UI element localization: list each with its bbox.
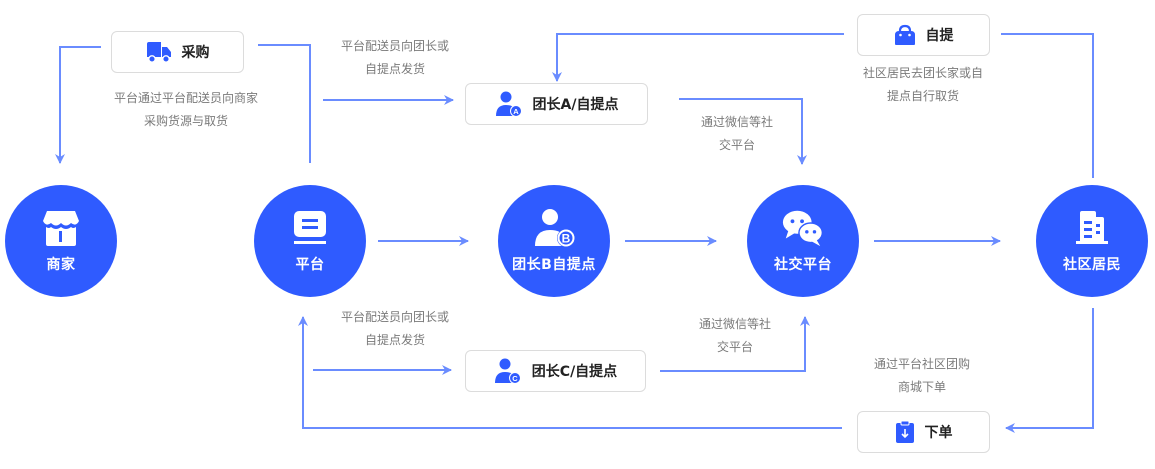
connector-residents-to-order bbox=[1005, 308, 1094, 433]
box-label: 团长A/自提点 bbox=[532, 97, 619, 113]
note-order: 通过平台社区团购 商城下单 bbox=[873, 357, 970, 394]
user-b-icon: B bbox=[532, 208, 576, 248]
connector-pickup-to-leader-a bbox=[552, 33, 844, 82]
connector-order-to-platform bbox=[298, 316, 842, 429]
svg-text:B: B bbox=[562, 232, 571, 246]
node-leader-b[interactable]: B 团长B自提点 bbox=[498, 185, 610, 297]
building-icon bbox=[1070, 208, 1114, 248]
note-pickup: 社区居民去团长家或自 提点自行取货 bbox=[862, 66, 983, 103]
node-label: 平台 bbox=[295, 257, 325, 273]
connector-platform-to-purchase bbox=[258, 44, 311, 163]
connector-residents-to-pickup bbox=[1001, 33, 1094, 178]
node-residents[interactable]: 社区居民 bbox=[1036, 185, 1148, 297]
node-label: 商家 bbox=[46, 257, 76, 273]
user-a-icon: A bbox=[495, 91, 523, 117]
connector-leader-a-to-social bbox=[679, 98, 807, 165]
node-label: 社区居民 bbox=[1063, 257, 1121, 273]
svg-text:C: C bbox=[512, 374, 518, 383]
box-label: 下单 bbox=[924, 425, 953, 441]
wechat-icon bbox=[781, 208, 825, 248]
note-deliver-leader-a: 平台配送员向团长或 自提点发货 bbox=[340, 39, 449, 76]
box-label: 团长C/自提点 bbox=[531, 364, 618, 380]
node-social-platform[interactable]: 社交平台 bbox=[747, 185, 859, 297]
box-leader-a[interactable]: A 团长A/自提点 bbox=[465, 83, 648, 125]
note-deliver-leader-c: 平台配送员向团长或 自提点发货 bbox=[340, 310, 449, 347]
box-pickup[interactable]: 自提 bbox=[857, 14, 990, 56]
box-leader-c[interactable]: C 团长C/自提点 bbox=[465, 350, 646, 392]
svg-text:A: A bbox=[513, 107, 519, 116]
note-social-a: 通过微信等社 交平台 bbox=[700, 115, 773, 152]
storefront-icon bbox=[39, 208, 83, 248]
node-label: 团长B自提点 bbox=[512, 257, 596, 273]
node-platform[interactable]: 平台 bbox=[254, 185, 366, 297]
connector-leader-c-to-social bbox=[660, 316, 810, 372]
clipboard-download-icon bbox=[895, 420, 915, 444]
box-order[interactable]: 下单 bbox=[857, 411, 990, 453]
node-merchant[interactable]: 商家 bbox=[5, 185, 117, 297]
bag-icon bbox=[894, 24, 916, 46]
box-label: 自提 bbox=[925, 28, 954, 44]
truck-icon bbox=[146, 41, 172, 63]
box-purchase[interactable]: 采购 bbox=[111, 31, 244, 73]
monitor-icon bbox=[288, 208, 332, 248]
user-c-icon: C bbox=[494, 358, 522, 384]
connector-purchase-to-merchant bbox=[55, 46, 101, 164]
note-social-c: 通过微信等社 交平台 bbox=[698, 317, 771, 354]
box-label: 采购 bbox=[181, 45, 210, 61]
note-purchase: 平台通过平台配送员向商家 采购货源与取货 bbox=[113, 91, 258, 128]
node-label: 社交平台 bbox=[774, 257, 832, 273]
